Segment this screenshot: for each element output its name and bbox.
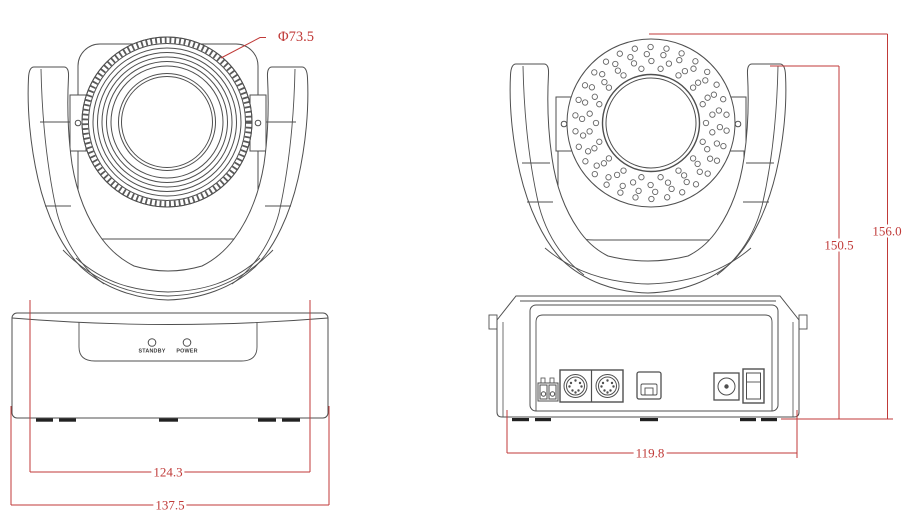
front-yoke: [27, 66, 309, 301]
rear-yoke: [509, 63, 787, 294]
rear-left-screw-icon: [560, 120, 568, 128]
rear-io-recess: [529, 304, 779, 412]
rear-right-screw-icon: [734, 120, 742, 128]
usb-port: [636, 371, 662, 400]
rear-base: [488, 295, 808, 422]
rear-base-feet: [512, 418, 777, 422]
front-right-screw-icon: [254, 119, 262, 127]
lens-knurl-ring: [82, 37, 252, 207]
rear-yoke-contours: [522, 65, 779, 285]
dim-label-width-base: 119.8: [633, 445, 667, 461]
rear-head-disc: [566, 38, 736, 208]
power-switch: [742, 368, 765, 404]
front-view-drawing: [11, 36, 329, 422]
dc-power-jack: [713, 372, 740, 401]
din-pins: [568, 379, 615, 394]
visca-din-ports: [559, 369, 624, 403]
standby-led: [147, 338, 157, 347]
power-led: [182, 338, 192, 347]
rear-view-drawing: [488, 38, 808, 422]
front-lens: [81, 36, 253, 208]
front-yoke-contours: [40, 68, 296, 297]
dim-label-height-body: 150.5: [822, 237, 856, 253]
dim-label-lens-diameter: Φ73.5: [276, 28, 316, 45]
front-base-feet: [36, 418, 300, 422]
dim-label-width-outer: 137.5: [153, 497, 187, 513]
lens-diameter-leader: [220, 37, 266, 59]
front-left-screw-icon: [74, 119, 82, 127]
power-led-label: POWER: [176, 348, 198, 355]
dim-label-width-inner: 124.3: [151, 464, 185, 480]
front-base: [11, 312, 329, 422]
terminal-block-port: [537, 377, 559, 402]
standby-led-label: STANDBY: [138, 348, 166, 355]
dim-label-height-total: 156.0: [870, 223, 904, 239]
vent-holes: [572, 43, 730, 203]
